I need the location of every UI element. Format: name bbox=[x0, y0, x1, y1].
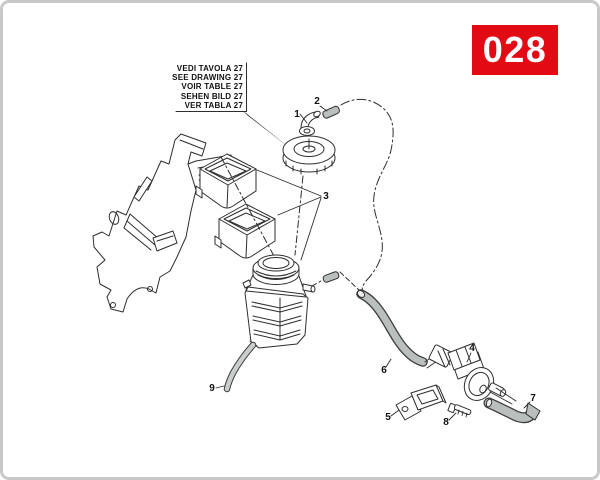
filler-cap-drawing bbox=[282, 135, 336, 175]
hose-9-drawing bbox=[223, 341, 257, 393]
part-label-6: 6 bbox=[381, 365, 387, 376]
screw-8-drawing bbox=[447, 402, 472, 418]
label-leader-lines bbox=[215, 105, 531, 421]
mounting-bracket-drawing bbox=[92, 133, 234, 313]
rubber-mount-b bbox=[214, 203, 276, 259]
part-label-5: 5 bbox=[385, 412, 391, 423]
note-line-3: VOIR TABLE 27 bbox=[181, 82, 243, 92]
elbow-fitting-drawing bbox=[299, 110, 321, 136]
note-line-1: VEDI TAVOLA 27 bbox=[176, 64, 243, 73]
rubber-mount-a bbox=[195, 153, 257, 209]
part-label-7: 7 bbox=[530, 393, 536, 404]
note-box-rules bbox=[175, 62, 291, 149]
pump-assembly-drawing bbox=[424, 342, 517, 405]
hose-routing-dashed-line bbox=[340, 98, 394, 294]
note-pointer bbox=[242, 110, 291, 149]
part-label-1: 1 bbox=[294, 109, 300, 120]
part-label-8: 8 bbox=[443, 417, 449, 428]
pump-bracket-drawing bbox=[395, 384, 447, 421]
page-number-badge: 028 bbox=[472, 25, 558, 75]
hose-7-drawing bbox=[483, 397, 541, 424]
hose-6-drawing bbox=[356, 289, 428, 367]
hose-stub-part2 bbox=[322, 105, 340, 119]
part-label-4: 4 bbox=[469, 343, 475, 354]
note-box: VEDI TAVOLA 27 SEE DRAWING 27 VOIR TABLE… bbox=[150, 64, 243, 110]
tank-outlet-fitting bbox=[311, 271, 360, 291]
part-label-2: 2 bbox=[314, 96, 320, 107]
note-line-2: SEE DRAWING 27 bbox=[172, 73, 243, 83]
part-label-9: 9 bbox=[209, 383, 215, 394]
part-label-3: 3 bbox=[323, 191, 329, 202]
reservoir-tank-drawing bbox=[242, 254, 316, 349]
assembly-axis-dashes bbox=[220, 156, 304, 259]
note-line-5: VER TABLA 27 bbox=[184, 100, 243, 110]
note-line-4: SEHEN BILD 27 bbox=[180, 91, 243, 101]
